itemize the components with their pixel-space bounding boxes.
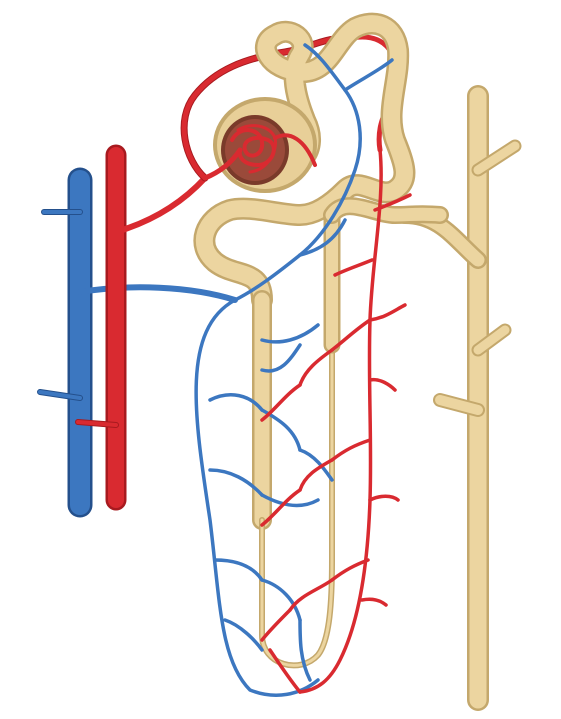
renal-vein (37, 167, 238, 518)
collecting-duct (396, 85, 522, 711)
peritubular-arteries (260, 148, 412, 694)
distal-tubule (323, 197, 449, 225)
glomerulus (202, 124, 317, 181)
bowmans-capsule (213, 97, 317, 193)
renal-artery (75, 144, 208, 511)
peritubular-veins (194, 43, 394, 697)
proximal-tubule (193, 12, 416, 311)
